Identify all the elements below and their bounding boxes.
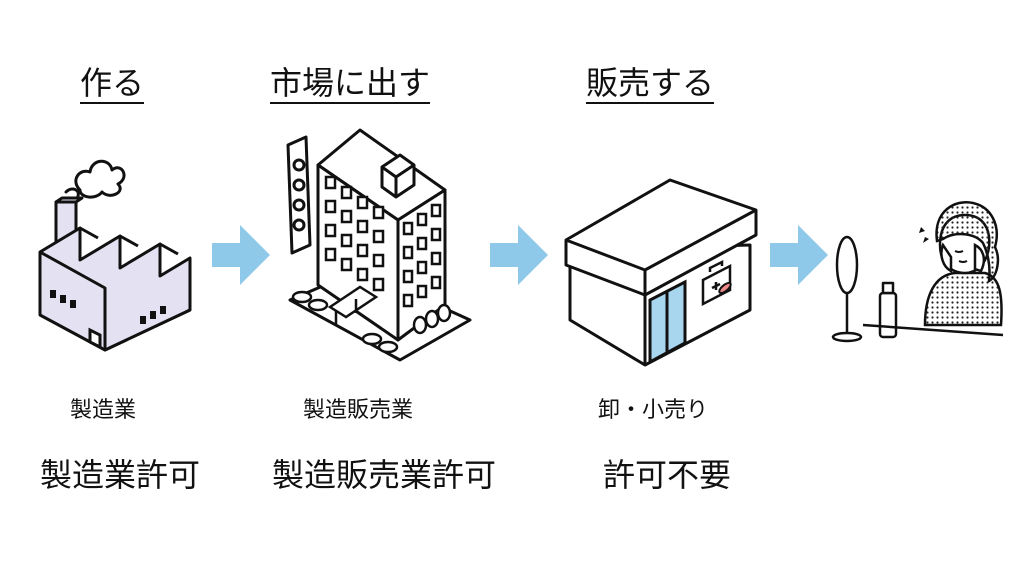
arrow-right-icon (490, 225, 548, 285)
stage-3-heading: 販売する (586, 64, 715, 102)
stage-1-heading: 作る (80, 64, 145, 102)
arrow-right-icon (212, 225, 270, 285)
stage-1-permit: 製造業許可 (40, 456, 201, 494)
pharmacy-store-icon (564, 178, 758, 367)
stage-2-heading: 市場に出す (270, 64, 431, 102)
stage-2-permit: 製造販売業許可 (272, 456, 497, 494)
stage-1-category: 製造業 (70, 398, 137, 423)
stage-2-category: 製造販売業 (303, 398, 414, 423)
office-building-icon (286, 128, 472, 362)
stage-3-category: 卸・小売り (598, 398, 709, 423)
arrow-right-icon (770, 225, 828, 285)
stage-3-permit: 許可不要 (603, 456, 732, 494)
woman-mirror-icon (831, 201, 1004, 343)
factory-icon (38, 159, 192, 352)
